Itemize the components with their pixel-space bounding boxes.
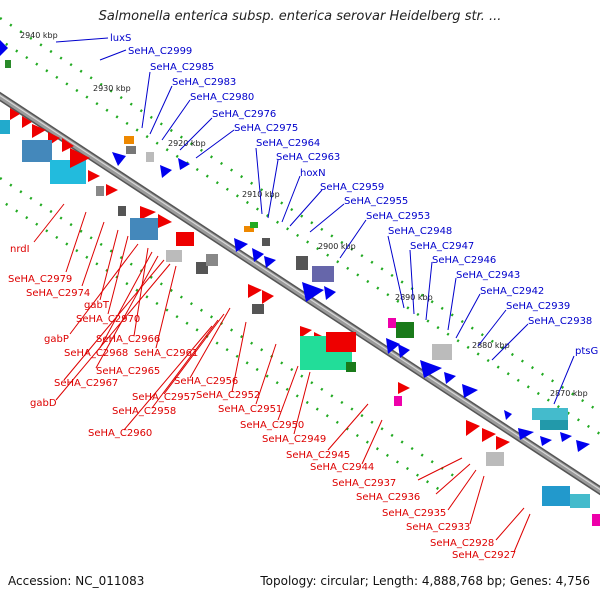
- forward-gene-labels[interactable]: luxS SeHA_C2999 SeHA_C2985 SeHA_C2983 Se…: [55, 33, 598, 405]
- reverse-gene-label: SeHA_C2970: [76, 314, 140, 325]
- forward-gene-label: SeHA_C2985: [150, 62, 214, 73]
- reverse-gene-label: SeHA_C2935: [382, 508, 446, 519]
- reverse-gene-label: SeHA_C2974: [26, 288, 90, 299]
- reverse-gene-label: SeHA_C2968: [64, 348, 128, 359]
- reverse-gene-label: gabD: [30, 398, 57, 409]
- reverse-strand-features[interactable]: [0, 108, 600, 526]
- reverse-gene-label: SeHA_C2960: [88, 428, 152, 439]
- kbp-label: 2870 kbp: [550, 389, 588, 398]
- reverse-gene-label: SeHA_C2965: [96, 366, 160, 377]
- forward-gene-label: SeHA_C2976: [212, 109, 276, 120]
- reverse-gene-label: gabP: [44, 334, 69, 345]
- kbp-label: 2940 kbp: [20, 31, 58, 40]
- kbp-label: 2910 kbp: [242, 190, 280, 199]
- forward-gene-label: SeHA_C2938: [528, 316, 592, 327]
- reverse-gene-label: SeHA_C2952: [196, 390, 260, 401]
- reverse-gene-label: nrdI: [10, 244, 30, 255]
- genome-backbone: [0, 91, 600, 496]
- forward-gene-label: SeHA_C2939: [506, 301, 570, 312]
- reverse-gene-label: SeHA_C2951: [218, 404, 282, 415]
- reverse-gene-label: gabT: [84, 300, 110, 311]
- forward-gene-label: SeHA_C2983: [172, 77, 236, 88]
- tick-lines: [0, 16, 600, 492]
- reverse-gene-label: SeHA_C2927: [452, 550, 516, 561]
- forward-gene-label: SeHA_C2953: [366, 211, 430, 222]
- forward-strand-features[interactable]: [0, 40, 590, 452]
- forward-gene-label: SeHA_C2975: [234, 123, 298, 134]
- forward-gene-label: SeHA_C2942: [480, 286, 544, 297]
- kbp-label: 2930 kbp: [93, 84, 131, 93]
- forward-gene-label: SeHA_C2980: [190, 92, 254, 103]
- reverse-gene-label: SeHA_C2949: [262, 434, 326, 445]
- reverse-gene-label: SeHA_C2967: [54, 378, 118, 389]
- forward-gene-label: luxS: [110, 33, 131, 44]
- reverse-gene-label: SeHA_C2936: [356, 492, 420, 503]
- kbp-label: 2880 kbp: [472, 341, 510, 350]
- reverse-gene-label: SeHA_C2957: [132, 392, 196, 403]
- reverse-gene-label: SeHA_C2933: [406, 522, 470, 533]
- kbp-label: 2890 kbp: [395, 293, 433, 302]
- forward-gene-label: SeHA_C2959: [320, 182, 384, 193]
- forward-gene-label: SeHA_C2964: [256, 138, 320, 149]
- topology-text: Topology: circular; Length: 4,888,768 bp…: [260, 574, 590, 588]
- reverse-gene-label: SeHA_C2945: [286, 450, 350, 461]
- reverse-gene-label: SeHA_C2944: [310, 462, 374, 473]
- forward-gene-label: SeHA_C2963: [276, 152, 340, 163]
- map-title: Salmonella enterica subsp. enterica sero…: [98, 9, 502, 24]
- forward-gene-label: ptsG: [575, 346, 598, 357]
- reverse-gene-labels[interactable]: nrdI SeHA_C2979 SeHA_C2974 gabT SeHA_C29…: [8, 203, 531, 561]
- forward-gene-label: SeHA_C2946: [432, 255, 496, 266]
- reverse-gene-label: SeHA_C2937: [332, 478, 396, 489]
- reverse-gene-label: SeHA_C2966: [96, 334, 160, 345]
- reverse-gene-label: SeHA_C2950: [240, 420, 304, 431]
- forward-gene-label: SeHA_C2948: [388, 226, 452, 237]
- reverse-gene-label: SeHA_C2928: [430, 538, 494, 549]
- reverse-gene-label: SeHA_C2956: [174, 376, 238, 387]
- forward-gene-label: SeHA_C2999: [128, 46, 192, 57]
- forward-gene-label: SeHA_C2955: [344, 196, 408, 207]
- kbp-label: 2900 kbp: [318, 242, 356, 251]
- forward-gene-label: SeHA_C2943: [456, 270, 520, 281]
- forward-gene-label: SeHA_C2947: [410, 241, 474, 252]
- accession-text: Accession: NC_011083: [8, 574, 145, 588]
- reverse-gene-label: SeHA_C2961: [134, 348, 198, 359]
- reverse-gene-label: SeHA_C2958: [112, 406, 176, 417]
- forward-gene-label: hoxN: [300, 168, 326, 179]
- reverse-gene-label: SeHA_C2979: [8, 274, 72, 285]
